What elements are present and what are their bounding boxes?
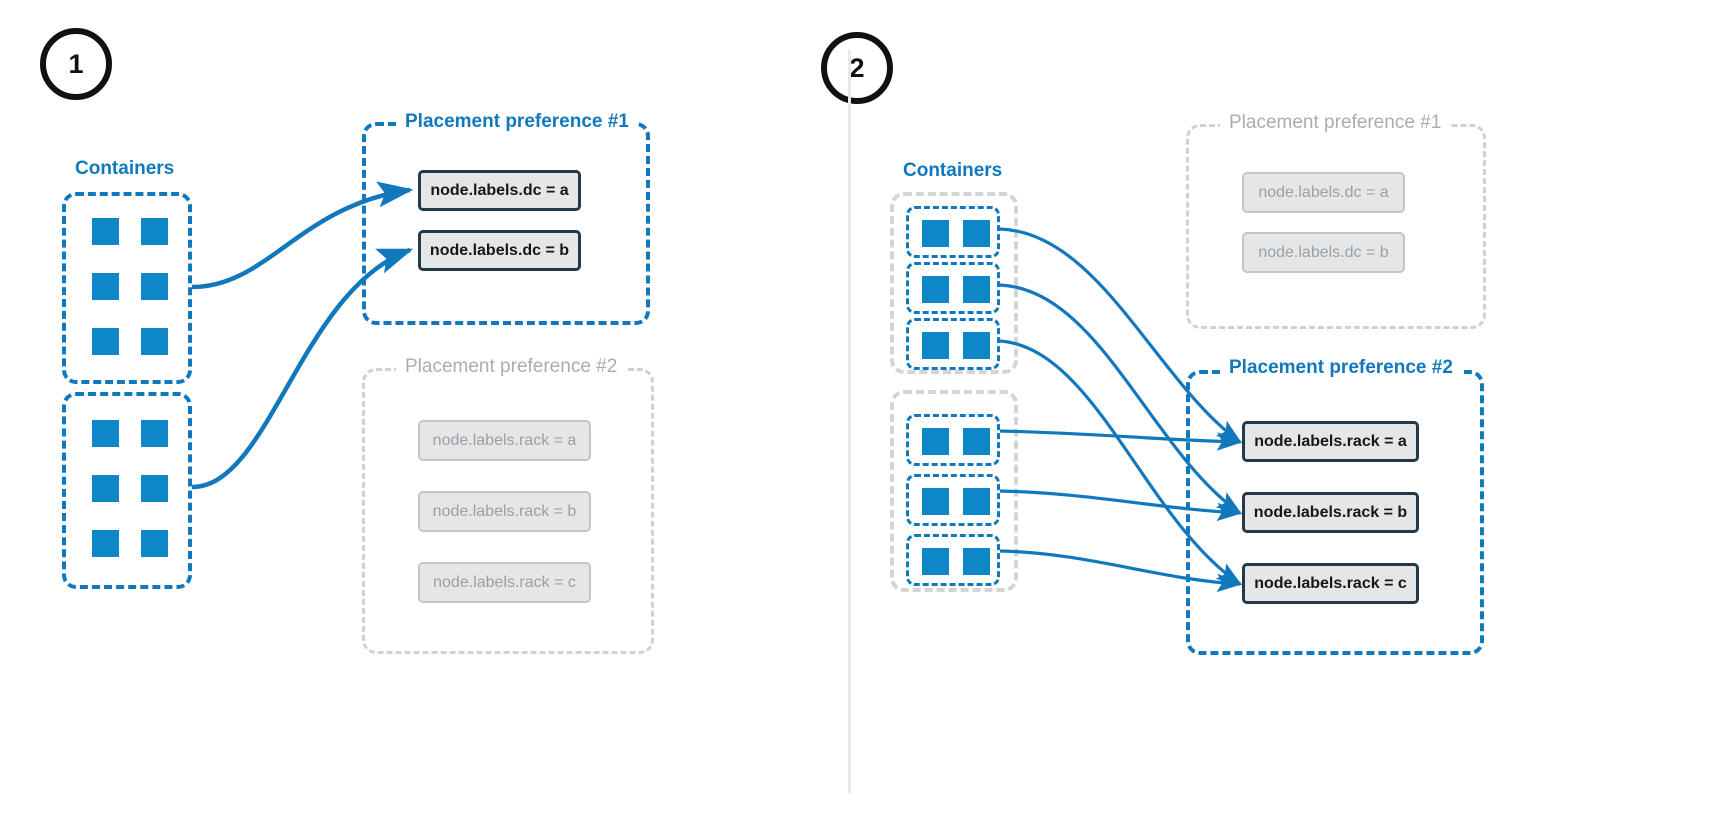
containers-label: Containers bbox=[903, 160, 1003, 181]
placement-preference-1-title: Placement preference #1 bbox=[396, 112, 638, 132]
node-chip-rack-c: node.labels.rack = c bbox=[418, 562, 591, 603]
container-group-1 bbox=[62, 192, 192, 384]
node-chip-dc-a: node.labels.dc = a bbox=[1242, 172, 1405, 213]
placement-preference-1-title: Placement preference #1 bbox=[1220, 113, 1451, 133]
step-badge-2: 2 bbox=[821, 32, 893, 104]
container-group-2 bbox=[62, 392, 192, 589]
container-square bbox=[141, 420, 168, 447]
container-square bbox=[922, 276, 949, 303]
container-square bbox=[92, 420, 119, 447]
container-square bbox=[92, 328, 119, 355]
container-row bbox=[906, 318, 1000, 370]
placement-preference-1-box bbox=[362, 122, 650, 325]
node-chip-rack-a: node.labels.rack = a bbox=[1242, 421, 1419, 462]
panel-step-1: 1 Containers Placement preference #1 nod… bbox=[0, 0, 790, 838]
container-square bbox=[92, 273, 119, 300]
container-row bbox=[906, 414, 1000, 466]
container-square bbox=[963, 488, 990, 515]
container-square bbox=[963, 276, 990, 303]
step-badge-1: 1 bbox=[40, 28, 112, 100]
container-square bbox=[92, 218, 119, 245]
node-chip-rack-b: node.labels.rack = b bbox=[418, 491, 591, 532]
container-square bbox=[141, 328, 168, 355]
container-square bbox=[141, 273, 168, 300]
container-square bbox=[922, 428, 949, 455]
container-square bbox=[963, 220, 990, 247]
container-square bbox=[92, 475, 119, 502]
container-square bbox=[141, 530, 168, 557]
placement-preference-2-title: Placement preference #2 bbox=[396, 357, 627, 377]
container-square bbox=[141, 218, 168, 245]
container-row bbox=[906, 474, 1000, 526]
node-chip-rack-a: node.labels.rack = a bbox=[418, 420, 591, 461]
container-row bbox=[906, 206, 1000, 258]
placement-preference-2-title: Placement preference #2 bbox=[1220, 358, 1462, 378]
container-square bbox=[963, 428, 990, 455]
node-chip-rack-c: node.labels.rack = c bbox=[1242, 563, 1419, 604]
node-chip-rack-b: node.labels.rack = b bbox=[1242, 492, 1419, 533]
placement-preference-1-box bbox=[1186, 124, 1486, 329]
container-row bbox=[906, 262, 1000, 314]
container-row bbox=[906, 534, 1000, 586]
containers-label: Containers bbox=[75, 158, 175, 179]
container-square bbox=[922, 220, 949, 247]
panel-step-2: 2 Containers Placement p bbox=[790, 0, 1717, 838]
container-group-2 bbox=[890, 390, 1018, 592]
container-square bbox=[963, 548, 990, 575]
node-chip-dc-b: node.labels.dc = b bbox=[1242, 232, 1405, 273]
container-square bbox=[922, 548, 949, 575]
container-square bbox=[922, 488, 949, 515]
container-square bbox=[963, 332, 990, 359]
container-square bbox=[92, 530, 119, 557]
node-chip-dc-b: node.labels.dc = b bbox=[418, 230, 581, 271]
container-square bbox=[141, 475, 168, 502]
container-group-1 bbox=[890, 192, 1018, 374]
panel-divider bbox=[848, 50, 851, 793]
container-square bbox=[922, 332, 949, 359]
node-chip-dc-a: node.labels.dc = a bbox=[418, 170, 581, 211]
